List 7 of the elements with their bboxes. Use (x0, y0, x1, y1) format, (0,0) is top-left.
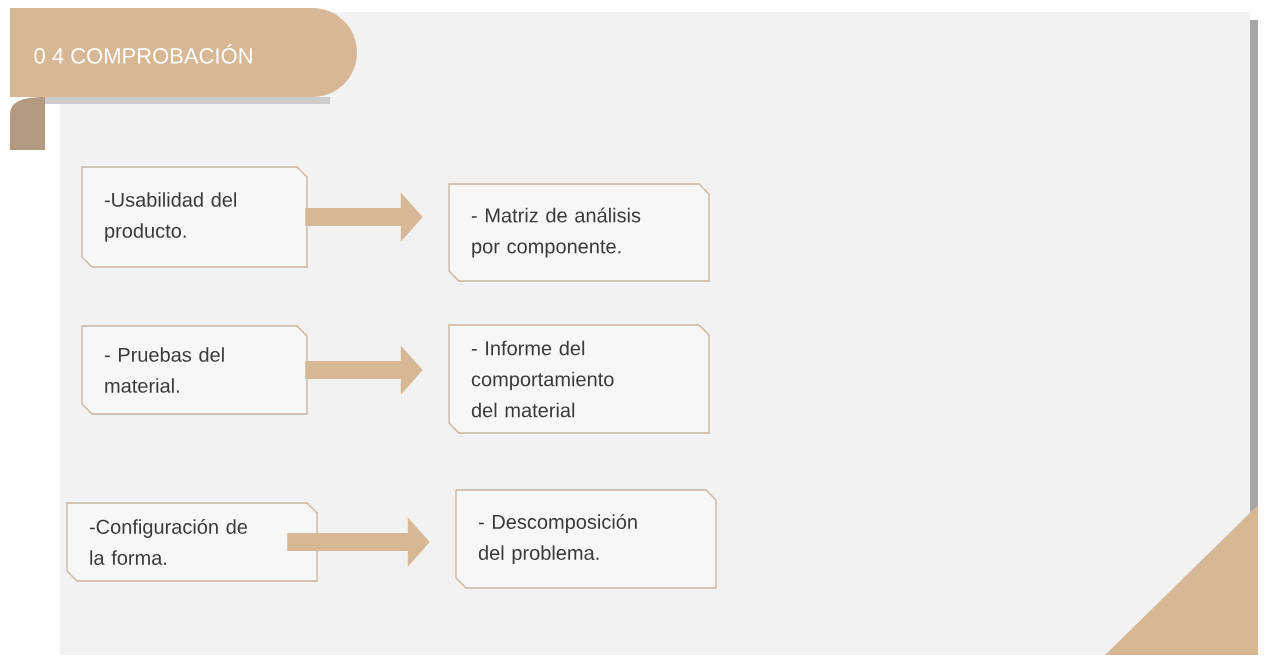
text-box: -Usabilidad del producto. (81, 166, 308, 268)
text-box: - Descomposición del problema. (455, 489, 717, 589)
text-box: - Matriz de análisis por componente. (448, 183, 710, 282)
text-box: -Configuración de la forma. (66, 502, 318, 582)
title: 0 4 COMPROBACIÓN (34, 44, 252, 64)
text-box: - Pruebas del material. (81, 325, 308, 415)
text-box: - Informe del comportamiento del material (448, 324, 710, 434)
